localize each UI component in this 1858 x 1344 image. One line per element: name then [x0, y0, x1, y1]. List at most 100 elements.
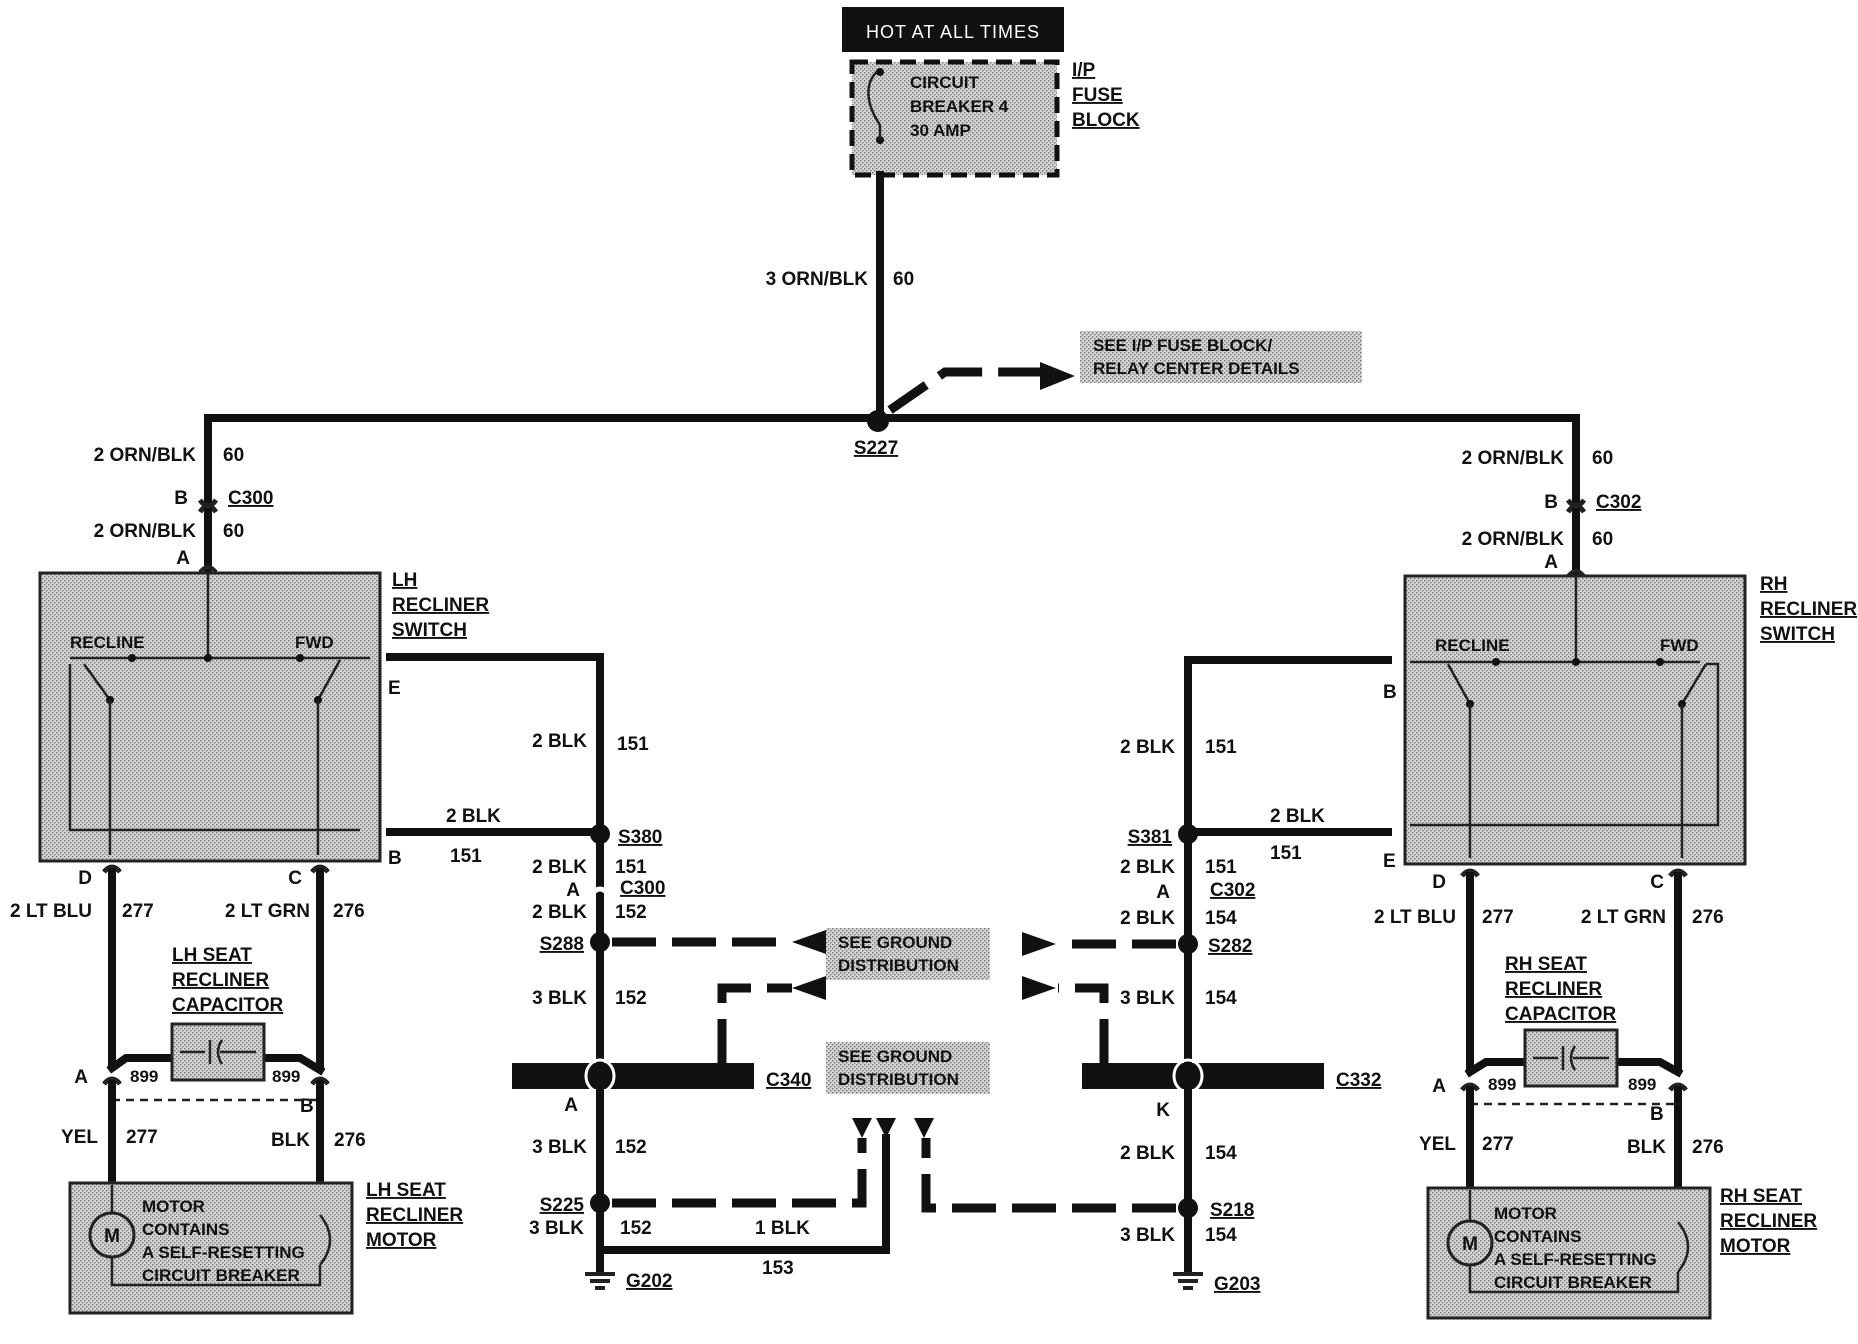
svg-text:154: 154 [1205, 1143, 1237, 1164]
svg-text:277: 277 [1482, 1134, 1514, 1155]
fuse-block-title-3: BLOCK [1072, 110, 1140, 131]
svg-text:CIRCUIT BREAKER: CIRCUIT BREAKER [1494, 1273, 1652, 1292]
svg-text:C: C [288, 868, 302, 889]
svg-text:2 BLK: 2 BLK [532, 857, 587, 878]
svg-text:M: M [104, 1226, 120, 1247]
svg-text:2 ORN/BLK: 2 ORN/BLK [94, 445, 197, 466]
svg-text:RECLINE: RECLINE [70, 633, 145, 652]
svg-text:2 BLK: 2 BLK [446, 806, 501, 827]
right-feed: 2 ORN/BLK 60 B C302 2 ORN/BLK 60 A [1462, 448, 1641, 578]
svg-text:A: A [1544, 552, 1558, 573]
svg-text:277: 277 [1482, 907, 1514, 928]
ground-g202: G202 [626, 1271, 672, 1292]
svg-text:LH SEAT: LH SEAT [366, 1180, 446, 1201]
svg-text:2 LT BLU: 2 LT BLU [10, 901, 92, 922]
svg-text:LH: LH [392, 570, 417, 591]
svg-text:2 BLK: 2 BLK [532, 731, 587, 752]
svg-text:M: M [1462, 1234, 1478, 1255]
svg-text:A: A [566, 880, 580, 901]
svg-text:FWD: FWD [1660, 636, 1699, 655]
svg-text:S225: S225 [540, 1195, 585, 1216]
svg-text:2 LT GRN: 2 LT GRN [225, 901, 310, 922]
svg-text:SEE GROUND: SEE GROUND [838, 1047, 952, 1066]
svg-text:YEL: YEL [61, 1127, 98, 1148]
svg-text:SWITCH: SWITCH [392, 620, 467, 641]
note-fuse-detail [1080, 331, 1362, 383]
lh-wire-e [386, 653, 604, 842]
svg-text:S380: S380 [618, 827, 662, 848]
note-fuse-line1: SEE I/P FUSE BLOCK/ [1093, 336, 1272, 355]
svg-text:152: 152 [615, 1137, 647, 1158]
svg-text:CONTAINS: CONTAINS [142, 1220, 230, 1239]
svg-text:B: B [1544, 492, 1558, 513]
svg-text:E: E [388, 678, 401, 699]
svg-text:3 BLK: 3 BLK [532, 1137, 587, 1158]
left-feed: 2 ORN/BLK 60 B C300 2 ORN/BLK 60 A [94, 445, 273, 574]
svg-text:C340: C340 [766, 1070, 811, 1091]
svg-text:2 BLK: 2 BLK [1120, 908, 1175, 929]
svg-text:151: 151 [1205, 857, 1237, 878]
svg-text:154: 154 [1205, 908, 1237, 929]
svg-text:B: B [174, 488, 188, 509]
svg-text:C302: C302 [1210, 880, 1255, 901]
svg-text:A SELF-RESETTING: A SELF-RESETTING [1494, 1250, 1657, 1269]
breaker-line2: BREAKER 4 [910, 97, 1009, 116]
svg-text:D: D [78, 868, 92, 889]
svg-text:RECLINER: RECLINER [172, 970, 269, 991]
svg-text:276: 276 [1692, 1137, 1724, 1158]
svg-text:3 BLK: 3 BLK [1120, 1225, 1175, 1246]
svg-text:RH SEAT: RH SEAT [1720, 1186, 1802, 1207]
svg-text:S282: S282 [1208, 936, 1252, 957]
svg-text:C332: C332 [1336, 1070, 1381, 1091]
connector-c300-left: C300 [228, 488, 273, 509]
left-ground-leader-2 [717, 983, 792, 1063]
svg-text:E: E [1383, 851, 1396, 872]
svg-text:899: 899 [1488, 1075, 1516, 1094]
svg-text:D: D [1432, 872, 1446, 893]
svg-text:151: 151 [617, 734, 649, 755]
svg-text:60: 60 [1592, 448, 1613, 469]
svg-text:899: 899 [272, 1067, 300, 1086]
svg-text:C: C [1650, 872, 1664, 893]
svg-text:277: 277 [126, 1127, 158, 1148]
svg-text:SWITCH: SWITCH [1760, 624, 1835, 645]
svg-text:277: 277 [122, 901, 154, 922]
svg-text:276: 276 [334, 1130, 366, 1151]
svg-text:LH SEAT: LH SEAT [172, 945, 252, 966]
svg-text:A: A [176, 548, 190, 569]
feed-circuit: 60 [893, 269, 914, 290]
lh-recliner-switch: RECLINE FWD LH RECLINER SWITCH [38, 565, 489, 863]
svg-text:899: 899 [130, 1067, 158, 1086]
svg-text:RECLINE: RECLINE [1435, 636, 1510, 655]
svg-text:154: 154 [1205, 1225, 1237, 1246]
svg-text:2 ORN/BLK: 2 ORN/BLK [1462, 448, 1565, 469]
svg-text:A: A [564, 1095, 578, 1116]
svg-text:RECLINER: RECLINER [392, 595, 489, 616]
breaker-line1: CIRCUIT [910, 73, 980, 92]
rh-recliner-switch: RECLINE FWD RH RECLINER SWITCH B E [1383, 569, 1857, 872]
hot-at-all-times-banner: HOT AT ALL TIMES [842, 7, 1064, 52]
svg-text:MOTOR: MOTOR [366, 1230, 437, 1251]
svg-text:60: 60 [223, 521, 244, 542]
svg-text:2 ORN/BLK: 2 ORN/BLK [94, 521, 197, 542]
svg-text:3 BLK: 3 BLK [532, 988, 587, 1009]
svg-text:1 BLK: 1 BLK [755, 1218, 810, 1239]
svg-text:2 LT GRN: 2 LT GRN [1581, 907, 1666, 928]
rh-seat-motor: M MOTOR CONTAINS A SELF-RESETTING CIRCUI… [1426, 1186, 1817, 1320]
svg-text:RECLINER: RECLINER [366, 1205, 463, 1226]
svg-text:899: 899 [1628, 1075, 1656, 1094]
fuse-detail-leader [887, 367, 1040, 414]
svg-text:RECLINER: RECLINER [1720, 1211, 1817, 1232]
svg-text:151: 151 [450, 846, 482, 867]
note-ground-1 [826, 928, 990, 980]
note-fuse-line2: RELAY CENTER DETAILS [1093, 359, 1300, 378]
svg-text:3 BLK: 3 BLK [529, 1218, 584, 1239]
fuse-block-title-2: FUSE [1072, 85, 1123, 106]
right-ground-chain: 2 BLK 151 S381 2 BLK 151 2 BLK 151 A C30… [1082, 656, 1392, 1295]
svg-text:2 BLK: 2 BLK [1120, 857, 1175, 878]
svg-text:60: 60 [1592, 529, 1613, 550]
note-ground-2 [826, 1042, 990, 1094]
svg-text:276: 276 [1692, 907, 1724, 928]
left-ground-chain: S380 2 BLK 151 A C300 2 BLK 152 S288 3 B… [512, 824, 890, 1292]
